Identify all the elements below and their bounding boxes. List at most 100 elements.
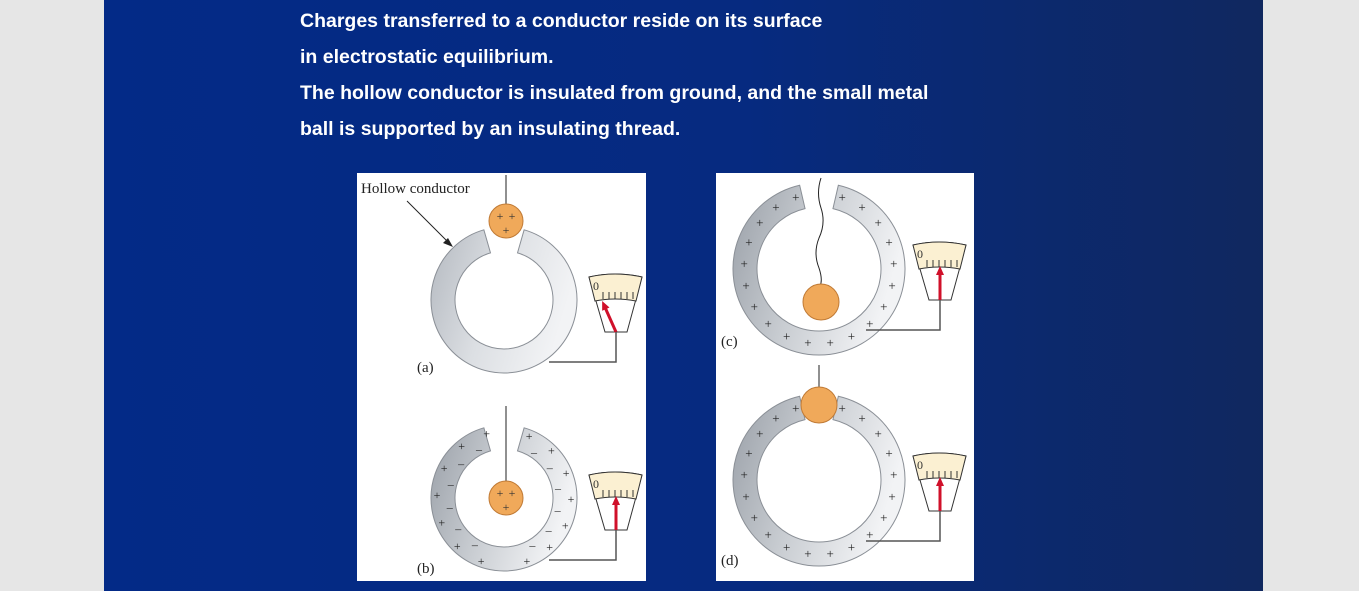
- plus-charge: +: [875, 426, 882, 441]
- needle-arrowhead: [936, 266, 944, 275]
- figure-right-cd: (c) (d) ++++++++++++++++++++0+++++++++++…: [716, 173, 974, 581]
- plus-charge: +: [880, 510, 887, 525]
- plus-charge: +: [804, 546, 811, 561]
- scale-zero-label: 0: [917, 458, 923, 472]
- plus-charge: +: [885, 445, 892, 460]
- hollow-conductor-label: Hollow conductor: [361, 181, 470, 197]
- minus-charge: –: [446, 500, 454, 514]
- plus-charge: +: [546, 540, 553, 554]
- plus-charge: +: [885, 234, 892, 249]
- plus-charge: +: [792, 401, 799, 416]
- plus-charge: +: [839, 401, 846, 416]
- plus-charge: +: [548, 444, 555, 458]
- plus-charge: +: [568, 492, 575, 506]
- metal-ball: [802, 283, 840, 321]
- plus-charge: +: [888, 278, 895, 293]
- plus-charge: +: [839, 190, 846, 205]
- plus-charge: +: [497, 486, 504, 500]
- insulating-thread: [815, 177, 824, 287]
- plus-charge: +: [756, 426, 763, 441]
- plus-charge: +: [875, 215, 882, 230]
- scale-zero-label: 0: [917, 247, 923, 261]
- text-line-1: Charges transferred to a conductor resid…: [300, 10, 823, 32]
- plus-charge: +: [804, 335, 811, 350]
- plus-charge: +: [772, 411, 779, 426]
- minus-charge: –: [447, 477, 455, 491]
- hollow-conductor-ring: [732, 184, 906, 356]
- plus-charge: +: [438, 516, 445, 530]
- ground-wire: [866, 300, 941, 331]
- plus-charge: +: [858, 200, 865, 215]
- plus-charge: +: [562, 518, 569, 532]
- electrometer-scale: [588, 273, 643, 302]
- text-line-2: in electrostatic equilibrium.: [300, 46, 554, 68]
- plus-charge: +: [524, 554, 531, 568]
- minus-charge: –: [546, 460, 554, 474]
- minus-charge: –: [554, 481, 562, 495]
- plus-charge: +: [458, 439, 465, 453]
- plus-charge: +: [765, 316, 772, 331]
- plus-charge: +: [509, 486, 516, 500]
- panel-label-d: (d): [721, 553, 739, 569]
- plus-charge: +: [783, 540, 790, 555]
- plus-charge: +: [526, 429, 533, 443]
- electrometer-scale: [912, 452, 967, 481]
- plus-charge: +: [434, 488, 441, 502]
- plus-charge: +: [478, 554, 485, 568]
- scale-zero-label: 0: [593, 279, 599, 293]
- plus-charge: +: [858, 411, 865, 426]
- minus-charge: –: [475, 442, 483, 456]
- slide-text: Charges transferred to a conductor resid…: [300, 3, 928, 147]
- plus-charge: +: [745, 234, 752, 249]
- plus-charge: +: [563, 466, 570, 480]
- plus-charge: +: [740, 256, 747, 271]
- plus-charge: +: [848, 329, 855, 344]
- plus-charge: +: [866, 527, 873, 542]
- scale-zero-label: 0: [593, 477, 599, 491]
- needle: [602, 303, 618, 333]
- plus-charge: +: [745, 445, 752, 460]
- text-line-4: ball is supported by an insulating threa…: [300, 118, 681, 140]
- plus-charge: +: [740, 467, 747, 482]
- plus-charge: +: [783, 329, 790, 344]
- plus-charge: +: [890, 467, 897, 482]
- plus-charge: +: [826, 335, 833, 350]
- figure-left-ab: Hollow conductor (a) (b) +++0++++++++++–…: [357, 173, 646, 581]
- plus-charge: +: [742, 489, 749, 504]
- figure-ab-drawing: Hollow conductor (a) (b) +++0++++++++++–…: [361, 175, 643, 577]
- plus-charge: +: [866, 316, 873, 331]
- hollow-conductor-ring: [732, 395, 906, 567]
- plus-charge: +: [503, 223, 510, 237]
- figure-cd-drawing: (c) (d) ++++++++++++++++++++0+++++++++++…: [721, 177, 967, 569]
- metal-ball: [800, 386, 838, 424]
- plus-charge: +: [765, 527, 772, 542]
- metal-ball: [488, 480, 524, 516]
- minus-charge: –: [545, 523, 553, 537]
- electrometer-scale: [912, 241, 967, 270]
- electrometer-scale: [588, 471, 643, 500]
- plus-charge: +: [880, 299, 887, 314]
- needle-arrowhead: [612, 496, 620, 505]
- hollow-conductor-ring: [430, 229, 578, 374]
- minus-charge: –: [457, 457, 465, 471]
- plus-charge: +: [792, 190, 799, 205]
- plus-charge: +: [497, 209, 504, 223]
- panel-label-a: (a): [417, 360, 434, 376]
- minus-charge: –: [554, 503, 562, 517]
- plus-charge: +: [826, 546, 833, 561]
- minus-charge: –: [530, 445, 538, 459]
- hollow-conductor-ring: [430, 427, 578, 572]
- plus-charge: +: [848, 540, 855, 555]
- callout-arrow: [406, 200, 450, 244]
- plus-charge: +: [888, 489, 895, 504]
- plus-charge: +: [890, 256, 897, 271]
- plus-charge: +: [772, 200, 779, 215]
- plus-charge: +: [751, 299, 758, 314]
- plus-charge: +: [503, 500, 510, 514]
- text-line-3: The hollow conductor is insulated from g…: [300, 82, 929, 104]
- needle-arrowhead: [602, 300, 610, 311]
- panel-label-c: (c): [721, 334, 738, 350]
- plus-charge: +: [742, 278, 749, 293]
- plus-charge: +: [756, 215, 763, 230]
- ground-wire: [549, 332, 617, 363]
